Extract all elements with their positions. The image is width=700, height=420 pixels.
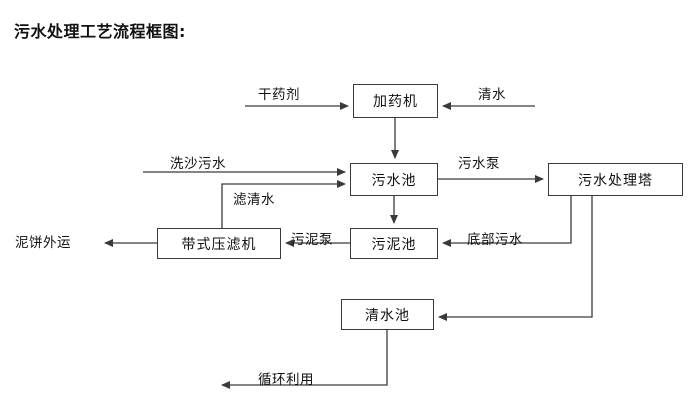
- label-filtered-clear-water: 滤清水: [233, 192, 275, 208]
- label-sludge-pump: 污泥泵: [291, 232, 333, 248]
- label-bottom-wastewater: 底部污水: [467, 232, 523, 248]
- node-belt-filter-press[interactable]: 带式压滤机: [157, 228, 281, 259]
- edge-bottom-wastewater-to-sludge-pool: [442, 196, 572, 247]
- node-treatment-tower-label: 污水处理塔: [578, 172, 653, 189]
- label-recycle-use: 循环利用: [258, 372, 314, 388]
- node-dosing-machine-label: 加药机: [373, 94, 418, 110]
- edge-tower-to-clear-water-pool: [438, 196, 593, 321]
- node-belt-filter-press-label: 带式压滤机: [181, 236, 257, 253]
- node-wastewater-pool[interactable]: 污水池: [350, 163, 438, 196]
- node-dosing-machine[interactable]: 加药机: [353, 84, 438, 118]
- node-treatment-tower[interactable]: 污水处理塔: [548, 163, 683, 196]
- label-wastewater-pump: 污水泵: [458, 156, 500, 172]
- label-sand-wash-wastewater: 洗沙污水: [170, 156, 226, 172]
- node-sludge-pool-label: 污泥池: [371, 236, 417, 253]
- label-dry-chemical: 干药剂: [258, 87, 300, 103]
- node-sludge-pool[interactable]: 污泥池: [350, 228, 438, 259]
- label-clean-water: 清水: [478, 87, 506, 103]
- node-wastewater-pool-label: 污水池: [371, 172, 417, 189]
- page-title: 污水处理工艺流程框图:: [14, 22, 186, 41]
- node-clear-water-pool[interactable]: 清水池: [341, 299, 434, 330]
- label-mud-cake-transport: 泥饼外运: [15, 235, 71, 251]
- edge-clear-water-pool-to-recycle: [221, 330, 388, 389]
- edge-filtered-water-to-wastewater-pool: [221, 180, 346, 228]
- node-clear-water-pool-label: 清水池: [365, 307, 410, 324]
